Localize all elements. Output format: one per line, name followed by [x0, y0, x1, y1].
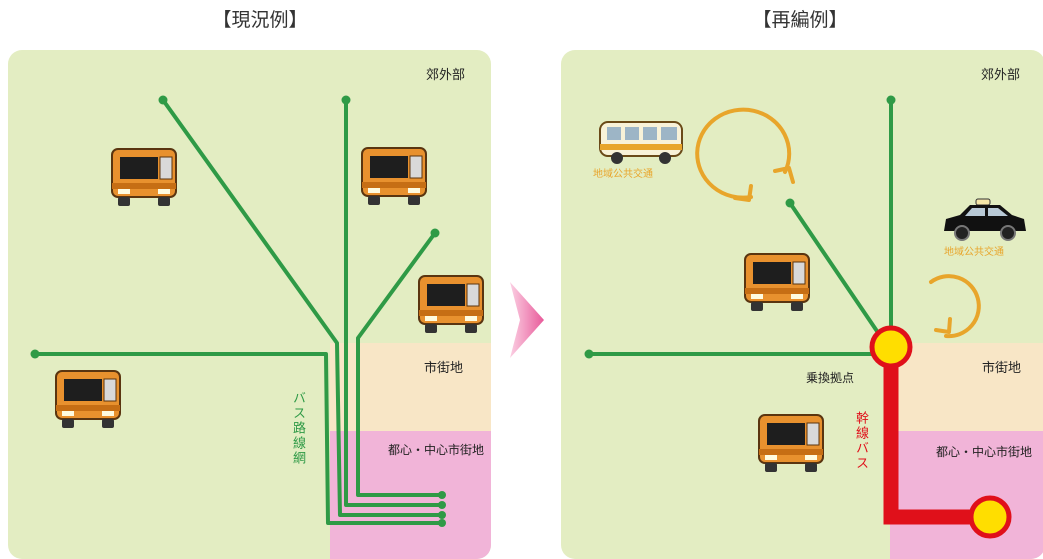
zone-urban-label: 市街地 [424, 361, 464, 376]
transfer-hub-marker [869, 325, 913, 369]
terminal-hub-marker [968, 495, 1012, 539]
next-arrow-icon [510, 282, 544, 358]
bus-icon [744, 253, 810, 311]
heading-current: 【現況例】 [212, 9, 308, 31]
bus-icon [55, 370, 121, 428]
zone-suburb-label: 郊外部 [426, 68, 466, 83]
bus-icon [418, 275, 484, 333]
loop-arrow-icon [929, 274, 981, 339]
bus-icon [361, 147, 427, 205]
zone-suburb-label: 郊外部 [981, 68, 1021, 83]
heading-reorganized: 【再編例】 [752, 9, 848, 31]
loop-arrow-icon [695, 107, 792, 200]
community-transit-label: 地域公共交通 [593, 169, 653, 180]
panel-reorganized: 郊外部 市街地 都心・中心市街地 乗換拠点 幹線バス 地域公共交通 地域公共交通 [561, 50, 1043, 559]
zone-center-label: 都心・中心市街地 [388, 443, 485, 457]
zone-center-label: 都心・中心市街地 [936, 445, 1033, 459]
trunk-bus-line [883, 347, 989, 525]
community-transit-label: 地域公共交通 [944, 247, 1004, 258]
route-network [584, 95, 1012, 539]
bus-icon [111, 148, 177, 206]
route-network-label: バス路線網 [290, 391, 305, 466]
panel-current: 郊外部 市街地 都心・中心市街地 バス路線網 [8, 50, 491, 559]
zone-urban [890, 343, 1043, 431]
zone-center [890, 431, 1043, 559]
taxi-icon [944, 198, 1026, 241]
zone-urban-label: 市街地 [982, 361, 1022, 376]
bus-icon [758, 414, 824, 472]
transfer-hub-label: 乗換拠点 [806, 371, 855, 385]
minibus-icon [599, 121, 683, 164]
route-network [30, 95, 446, 527]
trunk-bus-label: 幹線バス [853, 411, 868, 471]
